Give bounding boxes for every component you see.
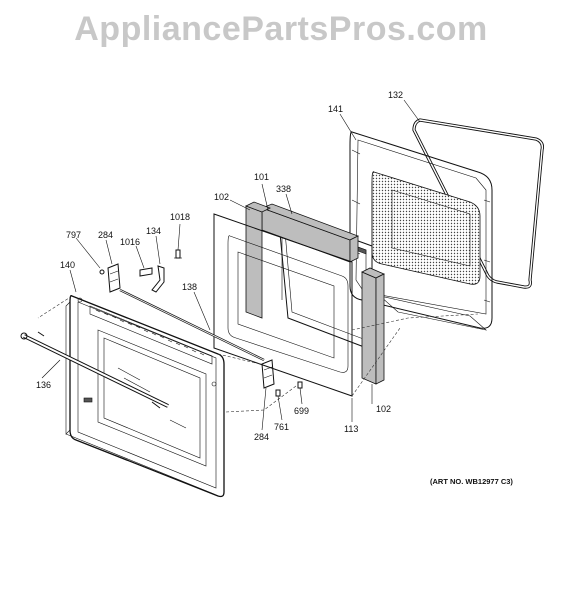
insulation-102-right — [361, 267, 385, 385]
callout-102-top: 102 — [214, 192, 229, 202]
alignment-lines — [37, 295, 479, 413]
callout-284-top: 284 — [98, 230, 113, 240]
callout-1016: 1016 — [120, 237, 140, 247]
callout-labels: 141 132 102 101 338 1018 797 284 1016 13… — [36, 90, 403, 442]
callout-140: 140 — [60, 260, 75, 270]
bracket-134 — [151, 265, 165, 293]
callout-797: 797 — [66, 230, 81, 240]
trim-rod-138 — [119, 289, 265, 361]
callout-699: 699 — [294, 406, 309, 416]
callout-138: 138 — [182, 282, 197, 292]
callout-113: 113 — [344, 424, 358, 434]
callout-338: 338 — [276, 184, 291, 194]
callout-761: 761 — [274, 422, 289, 432]
callout-136: 136 — [36, 380, 51, 390]
inner-door-liner-141 — [349, 131, 493, 331]
screw-761 — [275, 389, 281, 397]
outer-door-140 — [65, 294, 225, 498]
art-number: (ART NO. WB12977 C3) — [430, 477, 513, 486]
insulation-102-left — [245, 201, 271, 319]
door-handle-136 — [20, 331, 169, 409]
insulation-101-top — [260, 203, 360, 263]
screw-1018 — [174, 249, 182, 259]
callout-1018: 1018 — [170, 212, 190, 222]
callout-134: 134 — [146, 226, 161, 236]
clip-1016 — [139, 267, 153, 277]
door-gasket-132 — [412, 118, 544, 289]
hinge-bracket-284-bottom — [261, 359, 275, 389]
callout-141: 141 — [328, 104, 343, 114]
screw-699 — [297, 381, 303, 389]
leader-lines — [41, 99, 421, 431]
callout-102-right: 102 — [376, 404, 391, 414]
hinge-bracket-284-top — [107, 263, 121, 293]
callout-284-bottom: 284 — [254, 432, 269, 442]
callout-101: 101 — [254, 172, 269, 182]
watermark-text: AppliancePartsPros.com — [74, 10, 488, 48]
callout-132: 132 — [388, 90, 403, 100]
screw-797 — [99, 269, 105, 275]
